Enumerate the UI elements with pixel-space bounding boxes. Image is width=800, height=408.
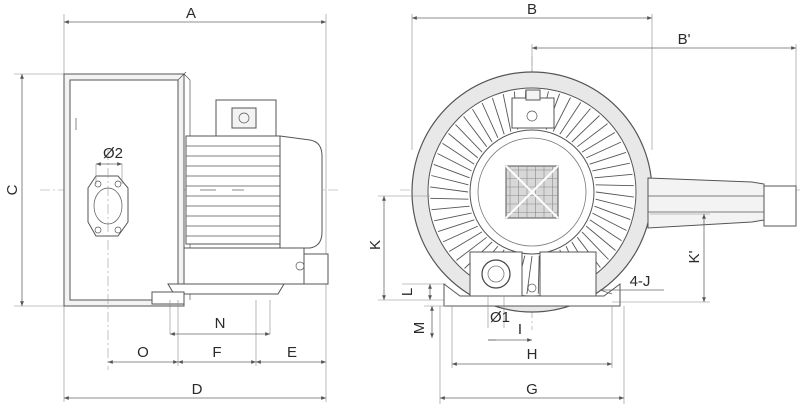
impeller-fin	[592, 162, 630, 172]
impeller-fin	[565, 108, 591, 139]
dimension-b-prime-label: B'	[678, 31, 691, 48]
impeller-fin	[442, 142, 475, 165]
impeller-fin	[502, 94, 512, 132]
impeller-fin	[595, 198, 633, 209]
impeller-fin	[581, 231, 609, 260]
dimension-m-label: M	[411, 322, 428, 335]
impeller-fin	[589, 151, 627, 165]
impeller-fin	[595, 191, 634, 198]
impeller-fin	[585, 225, 616, 251]
impeller-fin	[586, 141, 622, 159]
impeller-fin	[455, 124, 483, 153]
impeller-fin	[448, 133, 479, 159]
impeller-fin	[481, 102, 499, 138]
impeller-fin	[430, 186, 469, 193]
motor-cooling-fins	[186, 145, 280, 237]
impeller-fin	[442, 225, 478, 243]
impeller-fin	[571, 115, 600, 143]
dimension-f-label: F	[212, 344, 221, 361]
dimension-phi1-label: Ø1	[490, 309, 510, 326]
impeller-fin	[537, 255, 540, 294]
impeller-fin	[589, 219, 622, 242]
impeller-fin	[594, 173, 633, 179]
dimension-n-label: N	[215, 315, 226, 332]
dimension-k-label: K	[367, 240, 384, 250]
outlet-pipe	[647, 177, 797, 229]
impeller-casing	[411, 71, 653, 313]
impeller-fin	[434, 212, 472, 222]
dimension-h-label: H	[527, 346, 538, 363]
impeller-fin	[592, 212, 627, 231]
dimension-a-label: A	[186, 5, 196, 22]
side-view: A C Ø2	[4, 5, 340, 402]
impeller-fin	[581, 132, 616, 153]
motor-fan-cover	[505, 165, 559, 219]
impeller-fin	[433, 163, 470, 179]
dimension-b-label: B	[527, 1, 537, 18]
impeller-fin	[431, 175, 469, 186]
impeller-fin	[431, 205, 470, 211]
front-view: B B'	[367, 1, 800, 404]
dimension-i-label: I	[518, 321, 522, 338]
dimension-e-label: E	[287, 344, 297, 361]
impeller-fin	[437, 153, 472, 172]
impeller-fin	[559, 102, 582, 135]
impeller-fin	[456, 236, 487, 261]
impeller-fin	[577, 123, 608, 148]
dimension-c-label: C	[4, 184, 21, 195]
base	[151, 247, 329, 305]
impeller-fin	[594, 205, 631, 221]
dimension-g-label: G	[526, 381, 538, 398]
dimension-k-prime-label: K'	[686, 250, 703, 263]
impeller-fin	[448, 231, 483, 252]
motor	[185, 99, 323, 249]
impeller-fin	[472, 108, 493, 143]
impeller-fin	[595, 184, 634, 187]
impeller-fin	[463, 116, 488, 147]
dimension-o-label: O	[137, 344, 149, 361]
impeller-fin	[491, 97, 505, 135]
impeller-fin	[430, 197, 469, 200]
dimension-phi2-label: Ø2	[103, 145, 123, 162]
dimension-4j-label: 4-J	[630, 273, 651, 290]
dimension-d-label: D	[192, 381, 203, 398]
impeller-fin	[552, 97, 571, 132]
impeller-fin	[437, 219, 475, 233]
dimension-l-label: L	[399, 288, 416, 296]
